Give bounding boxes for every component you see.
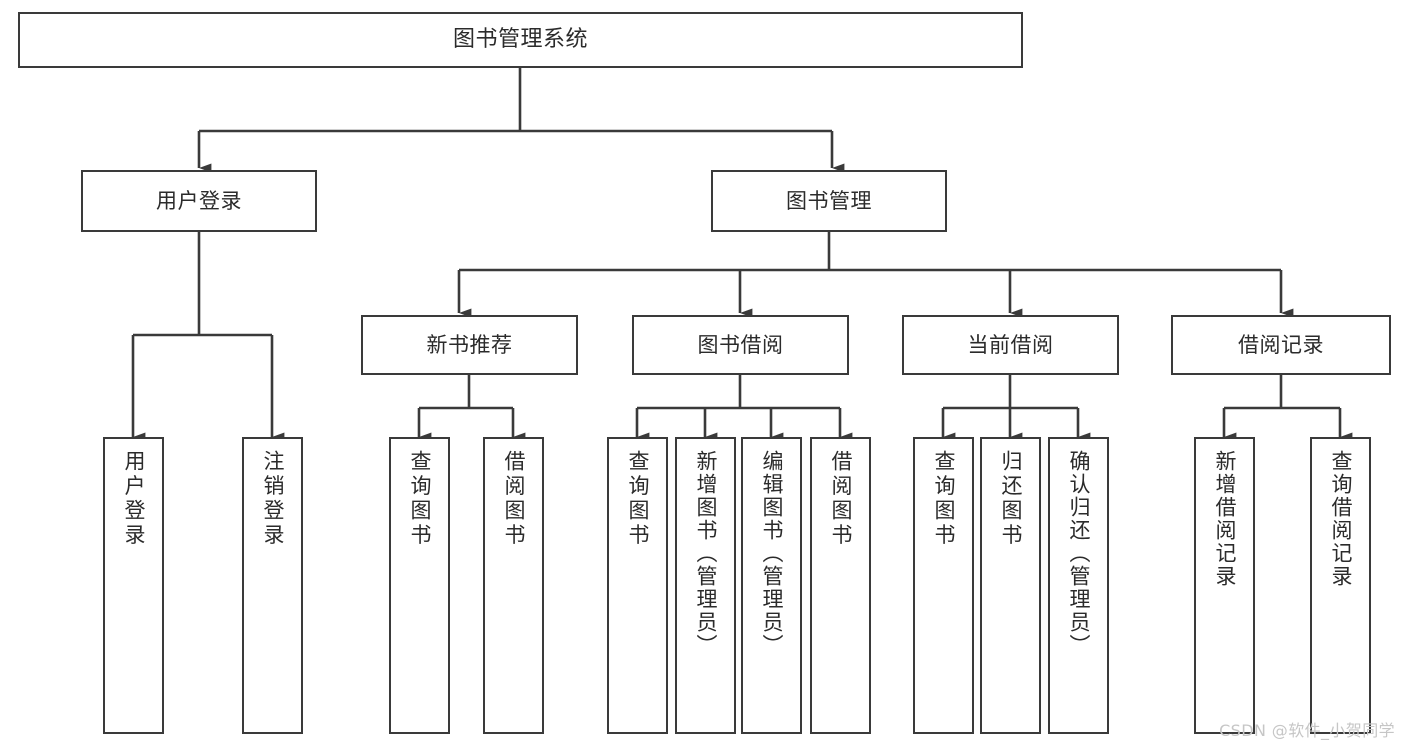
leaf-recommend-query-book-label: 查询图书: [408, 450, 432, 548]
leaf-borrow-query-book-label: 查询图书: [626, 450, 650, 548]
leaf-user-login-login-label: 用户登录: [122, 450, 146, 548]
leaf-user-login-login[interactable]: 用户登录: [103, 437, 164, 734]
leaf-record-add-record[interactable]: 新增借阅记录: [1194, 437, 1255, 734]
leaf-current-confirm-return-admin-label: 确认归还（管理员）: [1067, 450, 1091, 657]
leaf-recommend-borrow-book[interactable]: 借阅图书: [483, 437, 544, 734]
leaf-borrow-borrow-book[interactable]: 借阅图书: [810, 437, 871, 734]
leaf-recommend-borrow-book-label: 借阅图书: [502, 450, 526, 548]
leaf-borrow-query-book[interactable]: 查询图书: [607, 437, 668, 734]
leaf-user-login-logout[interactable]: 注销登录: [242, 437, 303, 734]
node-root-label: 图书管理系统: [452, 27, 588, 53]
node-borrow-record-label: 借阅记录: [1238, 332, 1324, 357]
leaf-current-return-book[interactable]: 归还图书: [980, 437, 1041, 734]
leaf-borrow-edit-book-admin[interactable]: 编辑图书（管理员）: [741, 437, 802, 734]
leaf-user-login-logout-label: 注销登录: [261, 450, 285, 548]
node-current-borrow-label: 当前借阅: [967, 332, 1054, 357]
leaf-borrow-add-book-admin[interactable]: 新增图书（管理员）: [675, 437, 736, 734]
node-book-borrow-label: 图书借阅: [697, 332, 784, 357]
node-new-book-recommend[interactable]: 新书推荐: [361, 315, 578, 375]
node-book-borrow[interactable]: 图书借阅: [632, 315, 849, 375]
leaf-borrow-add-book-admin-label: 新增图书（管理员）: [694, 450, 718, 657]
node-root[interactable]: 图书管理系统: [18, 12, 1023, 68]
node-user-login[interactable]: 用户登录: [81, 170, 317, 232]
node-new-book-recommend-label: 新书推荐: [426, 332, 513, 357]
node-borrow-record[interactable]: 借阅记录: [1171, 315, 1391, 375]
node-book-management-label: 图书管理: [786, 188, 872, 213]
leaf-current-query-book[interactable]: 查询图书: [913, 437, 974, 734]
leaf-record-query-record-label: 查询借阅记录: [1329, 450, 1353, 588]
node-book-management[interactable]: 图书管理: [711, 170, 947, 232]
leaf-recommend-query-book[interactable]: 查询图书: [389, 437, 450, 734]
leaf-current-query-book-label: 查询图书: [932, 450, 956, 548]
leaf-borrow-borrow-book-label: 借阅图书: [829, 450, 853, 548]
node-user-login-label: 用户登录: [156, 188, 242, 213]
leaf-borrow-edit-book-admin-label: 编辑图书（管理员）: [760, 450, 784, 657]
leaf-current-confirm-return-admin[interactable]: 确认归还（管理员）: [1048, 437, 1109, 734]
leaf-record-add-record-label: 新增借阅记录: [1213, 450, 1237, 588]
csdn-watermark: CSDN @软件_小贺同学: [1219, 721, 1395, 740]
leaf-current-return-book-label: 归还图书: [999, 450, 1023, 548]
node-current-borrow[interactable]: 当前借阅: [902, 315, 1119, 375]
leaf-record-query-record[interactable]: 查询借阅记录: [1310, 437, 1371, 734]
